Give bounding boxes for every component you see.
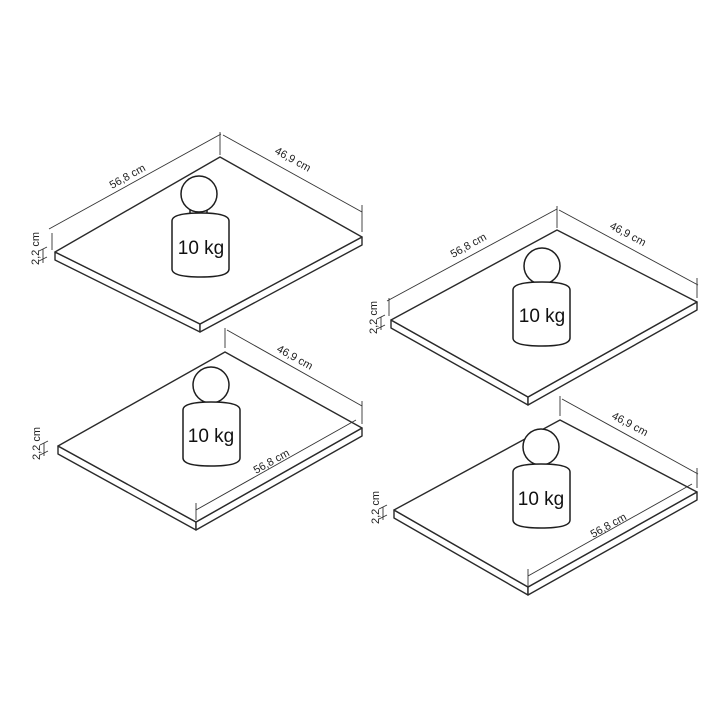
thickness-label: 2,2 cm <box>31 427 43 460</box>
dimension-thickness: 2,2 cm <box>368 301 386 334</box>
thickness-label: 2,2 cm <box>368 301 380 334</box>
shelf-panel-top-left: 56,8 cm 46,9 cm 2,2 cm 10 kg <box>30 132 363 333</box>
weight-cylinder <box>512 281 571 347</box>
weight-label: 10 kg <box>518 489 564 510</box>
thickness-label: 2,2 cm <box>370 491 382 524</box>
dimension-thickness: 2,2 cm <box>30 232 48 265</box>
width-label: 46,9 cm <box>273 145 313 174</box>
weight-10kg: 10 kg <box>182 366 241 467</box>
shelf-panel-top-right: 56,8 cm 46,9 cm 2,2 cm 10 kg <box>368 206 699 406</box>
width-label: 46,9 cm <box>610 410 650 439</box>
length-label: 56,8 cm <box>449 231 489 260</box>
weight-knob <box>192 366 230 404</box>
weight-knob <box>522 428 560 466</box>
weight-label: 10 kg <box>519 306 565 327</box>
weight-10kg: 10 kg <box>171 175 230 278</box>
weight-label: 10 kg <box>188 426 234 447</box>
shelf-panel-bottom-right: 46,9 cm 56,8 cm 2,2 cm 10 kg <box>370 396 699 596</box>
weight-10kg: 10 kg <box>512 247 571 347</box>
weight-10kg: 10 kg <box>512 428 571 529</box>
shelf-panel-bottom-left: 46,9 cm 56,8 cm 2,2 cm 10 kg <box>31 328 363 531</box>
weight-label: 10 kg <box>178 238 224 259</box>
weight-cylinder <box>182 401 241 467</box>
weight-cylinder <box>512 463 571 529</box>
dimension-thickness: 2,2 cm <box>370 491 388 524</box>
dimension-thickness: 2,2 cm <box>31 427 49 460</box>
length-label: 56,8 cm <box>108 162 148 191</box>
weight-cylinder <box>171 212 230 278</box>
weight-knob <box>523 247 561 285</box>
weight-knob <box>180 175 218 213</box>
thickness-label: 2,2 cm <box>30 232 42 265</box>
width-label: 46,9 cm <box>608 220 648 249</box>
